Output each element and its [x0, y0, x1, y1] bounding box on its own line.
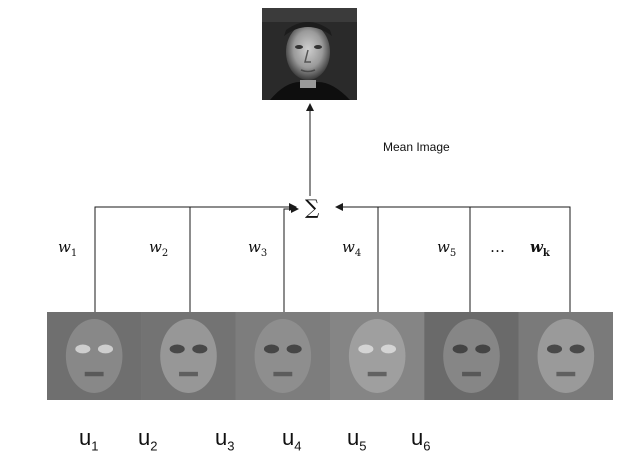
eigenface-strip: [47, 312, 613, 400]
eigenface-tile: [235, 312, 330, 400]
eigenface-tile: [518, 312, 613, 400]
eigenface-label-1: u1: [79, 425, 99, 454]
connector-u3: [283, 205, 299, 312]
connector-lines: [94, 203, 571, 312]
mean-face-image: [262, 8, 357, 100]
weight-ellipsis: …: [490, 238, 505, 256]
weight-label-4: w4: [342, 238, 362, 259]
weight-label-k: wk: [530, 238, 550, 259]
eigenface-label-2: u2: [138, 425, 158, 454]
mean-image-caption: Mean Image: [383, 140, 450, 154]
eigenface-label-3: u3: [215, 425, 235, 454]
eigenface-tile: [424, 312, 519, 400]
weight-label-1: w1: [58, 238, 78, 259]
eigenface-tile: [141, 312, 236, 400]
connector-u1: [94, 203, 297, 312]
weight-label-5: w5: [437, 238, 457, 259]
eigenface-label-5: u5: [347, 425, 367, 454]
eigenface-tile: [330, 312, 425, 400]
sum-symbol: ∑: [305, 195, 320, 219]
eigenface-label-6: u6: [411, 425, 431, 454]
eigenface-tile: [47, 312, 142, 400]
weight-label-3: w3: [248, 238, 268, 259]
connector-u6: [335, 203, 571, 312]
eigenface-label-4: u4: [282, 425, 302, 454]
weight-label-2: w2: [149, 238, 169, 259]
